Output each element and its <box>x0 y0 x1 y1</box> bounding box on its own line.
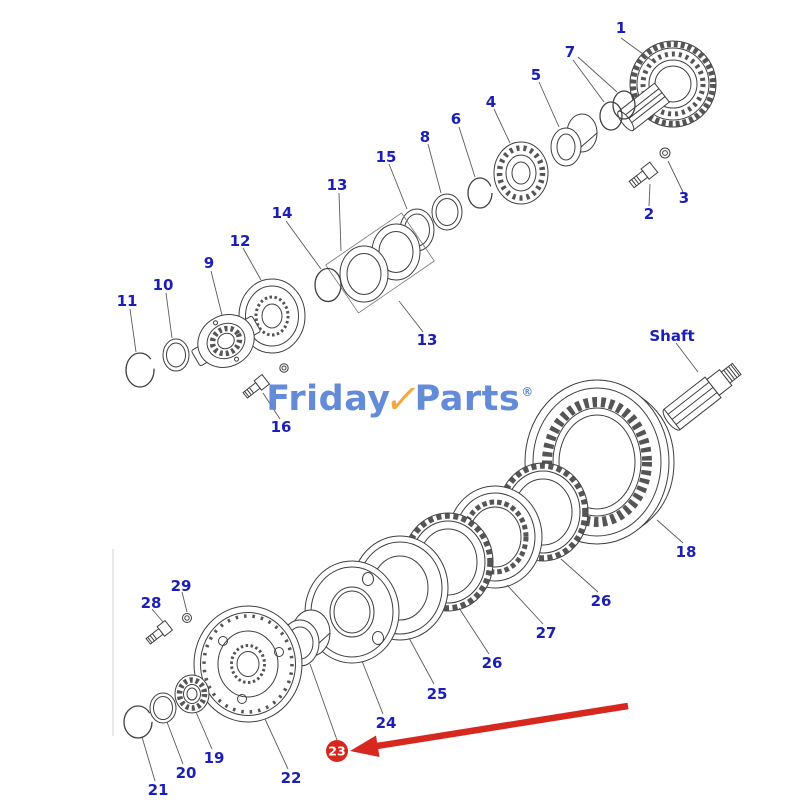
callout-22: 22 <box>281 769 302 787</box>
part-5-bushing <box>550 113 598 167</box>
part-20-ring <box>149 692 177 724</box>
callout-15: 15 <box>376 148 397 166</box>
callout-1: 1 <box>616 19 626 37</box>
part-7-orings <box>599 90 636 131</box>
callout-19: 19 <box>204 749 225 767</box>
callout-5: 5 <box>531 66 541 84</box>
callout-16: 16 <box>271 418 292 436</box>
part-9-cage-assembly <box>191 314 261 368</box>
registered-mark-icon: ® <box>521 385 534 399</box>
callout-8: 8 <box>420 128 430 146</box>
callout-20: 20 <box>176 764 197 782</box>
part-14-oring <box>314 267 342 303</box>
part-6-snap-ring <box>467 177 493 209</box>
callout-26-right: 26 <box>591 592 612 610</box>
part-shaft <box>662 362 742 431</box>
part-8-ring <box>431 193 463 231</box>
pointer-arrow <box>350 702 629 757</box>
part-29-washer <box>182 613 192 623</box>
watermark-logo: Friday✓Parts® <box>248 377 552 423</box>
highlighted-callout-23: 23 <box>326 740 348 762</box>
callout-9: 9 <box>204 254 214 272</box>
callout-25: 25 <box>427 685 448 703</box>
leader-lines <box>129 37 699 782</box>
shaft-label: Shaft <box>649 327 694 345</box>
callout-4: 4 <box>486 93 496 111</box>
part-11-snap-ring <box>125 352 155 388</box>
callout-3: 3 <box>679 189 689 207</box>
callout-14: 14 <box>272 204 293 222</box>
callout-21: 21 <box>148 781 169 799</box>
callout-11: 11 <box>117 292 138 310</box>
watermark-brand-second: Parts <box>414 379 521 419</box>
part-22-carrier <box>193 605 303 723</box>
part-28-bolt <box>145 619 174 645</box>
callout-27: 27 <box>536 624 557 642</box>
callout-24: 24 <box>376 714 397 732</box>
callout-23: 23 <box>328 744 345 759</box>
part-16-bolt-washer <box>242 363 289 399</box>
callout-28: 28 <box>141 594 162 612</box>
part-2-bolt <box>628 161 659 189</box>
callout-13-upper: 13 <box>327 176 348 194</box>
callout-26-left: 26 <box>482 654 503 672</box>
callout-18: 18 <box>676 543 697 561</box>
part-13-plates-group <box>325 212 435 314</box>
part-1-drive-gear <box>617 40 717 132</box>
part-3-washer <box>659 147 671 159</box>
part-19-bearing <box>174 674 210 714</box>
callout-7: 7 <box>565 43 575 61</box>
callout-13-lower: 13 <box>417 331 438 349</box>
part-4-bearing <box>493 141 549 205</box>
callout-10: 10 <box>153 276 174 294</box>
part-10-ring <box>162 338 190 372</box>
watermark-brand-first: Friday <box>266 379 391 419</box>
part-21-snap-ring <box>123 705 153 739</box>
callout-2: 2 <box>644 205 654 223</box>
callout-6: 6 <box>451 110 461 128</box>
callout-29: 29 <box>171 577 192 595</box>
callout-12: 12 <box>230 232 251 250</box>
